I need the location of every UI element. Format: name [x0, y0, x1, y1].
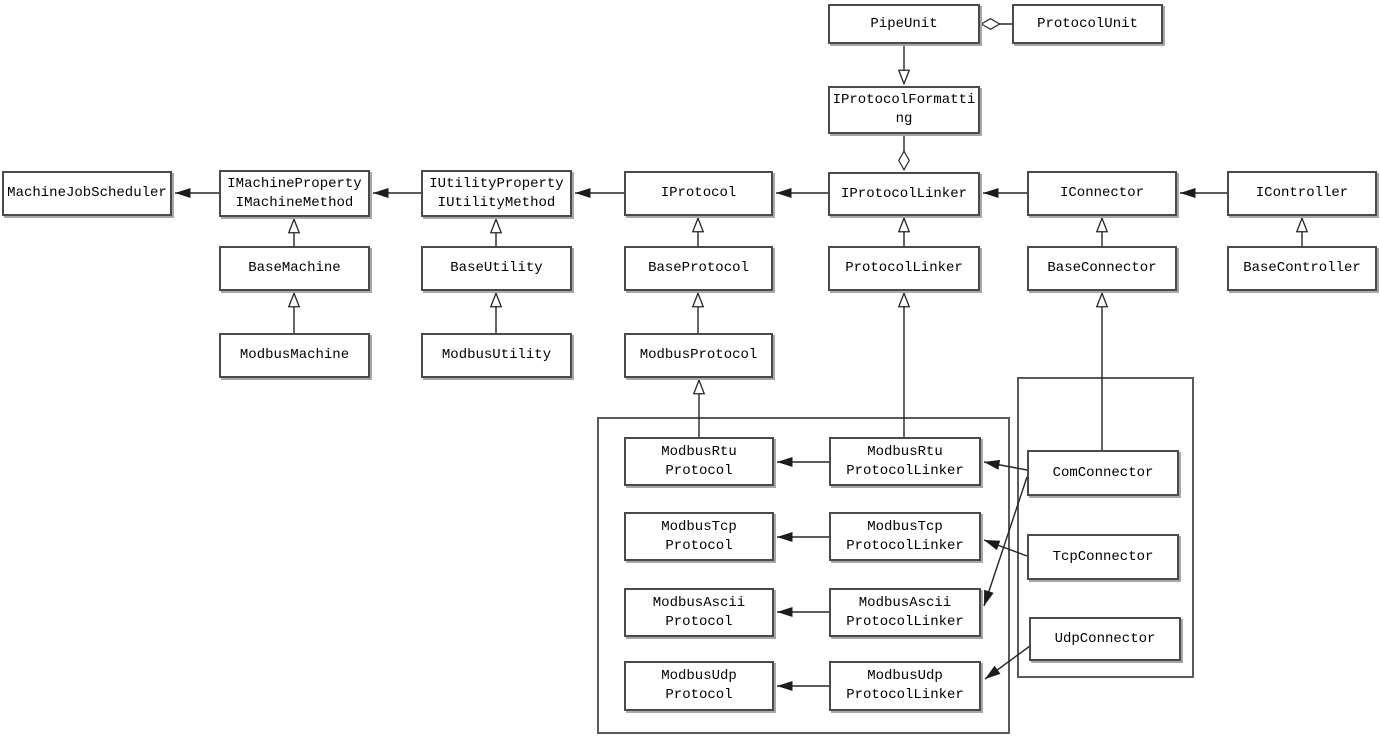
class-box-machinejobscheduler: MachineJobScheduler [2, 171, 172, 216]
class-box-pipeunit: PipeUnit [828, 4, 980, 44]
class-box-basemachine: BaseMachine [219, 246, 370, 291]
class-box-modbusprotocol: ModbusProtocol [624, 333, 773, 378]
class-box-modbusutility: ModbusUtility [421, 333, 572, 378]
class-label-imachineproperty-method: IMachineProperty IMachineMethod [227, 175, 362, 211]
class-label-basecontroller: BaseController [1243, 260, 1361, 276]
class-box-modbusmachine: ModbusMachine [219, 333, 370, 378]
class-box-imachineproperty-method: IMachineProperty IMachineMethod [219, 170, 370, 217]
class-box-modbustcpprotocol: ModbusTcp Protocol [624, 512, 774, 561]
class-label-modbustcpprotocollinker: ModbusTcp ProtocolLinker [846, 518, 964, 554]
edge-association-comconnector-to-modbusrtuprotocollinker [983, 459, 1028, 471]
class-box-comconnector: ComConnector [1027, 450, 1179, 496]
class-box-iprotocolformatting: IProtocolFormatti ng [828, 86, 980, 134]
class-box-modbusudpprotocol: ModbusUdp Protocol [624, 661, 774, 711]
class-box-protocolunit: ProtocolUnit [1012, 4, 1163, 44]
class-box-protocollinker: ProtocolLinker [828, 246, 980, 291]
class-label-modbusmachine: ModbusMachine [239, 347, 350, 363]
class-box-modbustcpprotocollinker: ModbusTcp ProtocolLinker [829, 512, 981, 561]
class-label-comconnector: ComConnector [1052, 464, 1154, 481]
class-label-udpconnector: UdpConnector [1054, 630, 1156, 647]
class-label-modbusasciiprotocol: ModbusAscii Protocol [652, 594, 746, 630]
class-label-modbusutility: ModbusUtility [441, 347, 552, 363]
class-box-modbusudpprotocollinker: ModbusUdp ProtocolLinker [829, 661, 981, 711]
class-label-modbusudpprotocol: ModbusUdp Protocol [661, 668, 737, 703]
class-label-modbustcpprotocol: ModbusTcp Protocol [661, 518, 737, 554]
class-label-modbusrtuprotocol: ModbusRtu Protocol [661, 443, 737, 479]
class-label-iprotocolformatting: IProtocolFormatti ng [832, 92, 976, 127]
edge-association-tcpconnector-to-modbustcpprotocollinker [983, 539, 1028, 557]
class-label-protocollinker: ProtocolLinker [845, 260, 963, 276]
class-label-machinejobscheduler: MachineJobScheduler [7, 185, 167, 201]
class-box-iutilityproperty-method: IUtilityProperty IUtilityMethod [421, 170, 572, 217]
class-label-pipeunit: PipeUnit [870, 15, 938, 32]
class-box-modbusrtuprotocollinker: ModbusRtu ProtocolLinker [829, 437, 981, 486]
class-label-iconnector: IConnector [1059, 185, 1144, 201]
class-box-modbusasciiprotocollinker: ModbusAscii ProtocolLinker [829, 588, 981, 637]
class-box-icontroller: IController [1227, 171, 1377, 216]
class-label-protocolunit: ProtocolUnit [1037, 15, 1138, 32]
class-label-modbusrtuprotocollinker: ModbusRtu ProtocolLinker [846, 443, 964, 479]
class-label-baseutility: BaseUtility [450, 260, 543, 276]
class-box-baseconnector: BaseConnector [1027, 246, 1177, 291]
class-label-iprotocol: IProtocol [660, 185, 737, 201]
class-box-iprotocollinker: IProtocolLinker [828, 172, 980, 216]
class-label-iprotocollinker: IProtocolLinker [840, 185, 968, 202]
connector-group-frame [1017, 377, 1194, 678]
class-box-tcpconnector: TcpConnector [1027, 534, 1179, 580]
class-box-baseprotocol: BaseProtocol [624, 246, 773, 291]
class-box-iprotocol: IProtocol [624, 171, 773, 216]
class-label-iutilityproperty-method: IUtilityProperty IUtilityMethod [429, 175, 564, 211]
class-label-basemachine: BaseMachine [248, 260, 341, 276]
class-box-udpconnector: UdpConnector [1029, 617, 1181, 661]
class-label-modbusasciiprotocollinker: ModbusAscii ProtocolLinker [846, 594, 964, 630]
class-label-baseconnector: BaseConnector [1047, 260, 1157, 276]
class-label-tcpconnector: TcpConnector [1052, 548, 1154, 565]
modbus-protocol-group-frame [597, 417, 1010, 734]
class-label-icontroller: IController [1255, 185, 1349, 201]
class-box-basecontroller: BaseController [1227, 246, 1377, 291]
class-box-modbusasciiprotocol: ModbusAscii Protocol [624, 588, 774, 637]
class-box-modbusrtuprotocol: ModbusRtu Protocol [624, 437, 774, 486]
class-label-modbusudpprotocollinker: ModbusUdp ProtocolLinker [846, 668, 964, 703]
edge-association-comconnector-to-modbusasciiprotocollinker [983, 476, 1028, 607]
class-label-baseprotocol: BaseProtocol [648, 260, 749, 276]
class-label-modbusprotocol: ModbusProtocol [639, 347, 758, 363]
edge-association-udpconnector-to-modbusudpprotocollinker [984, 645, 1031, 680]
class-box-iconnector: IConnector [1027, 171, 1177, 216]
class-box-baseutility: BaseUtility [421, 246, 572, 291]
